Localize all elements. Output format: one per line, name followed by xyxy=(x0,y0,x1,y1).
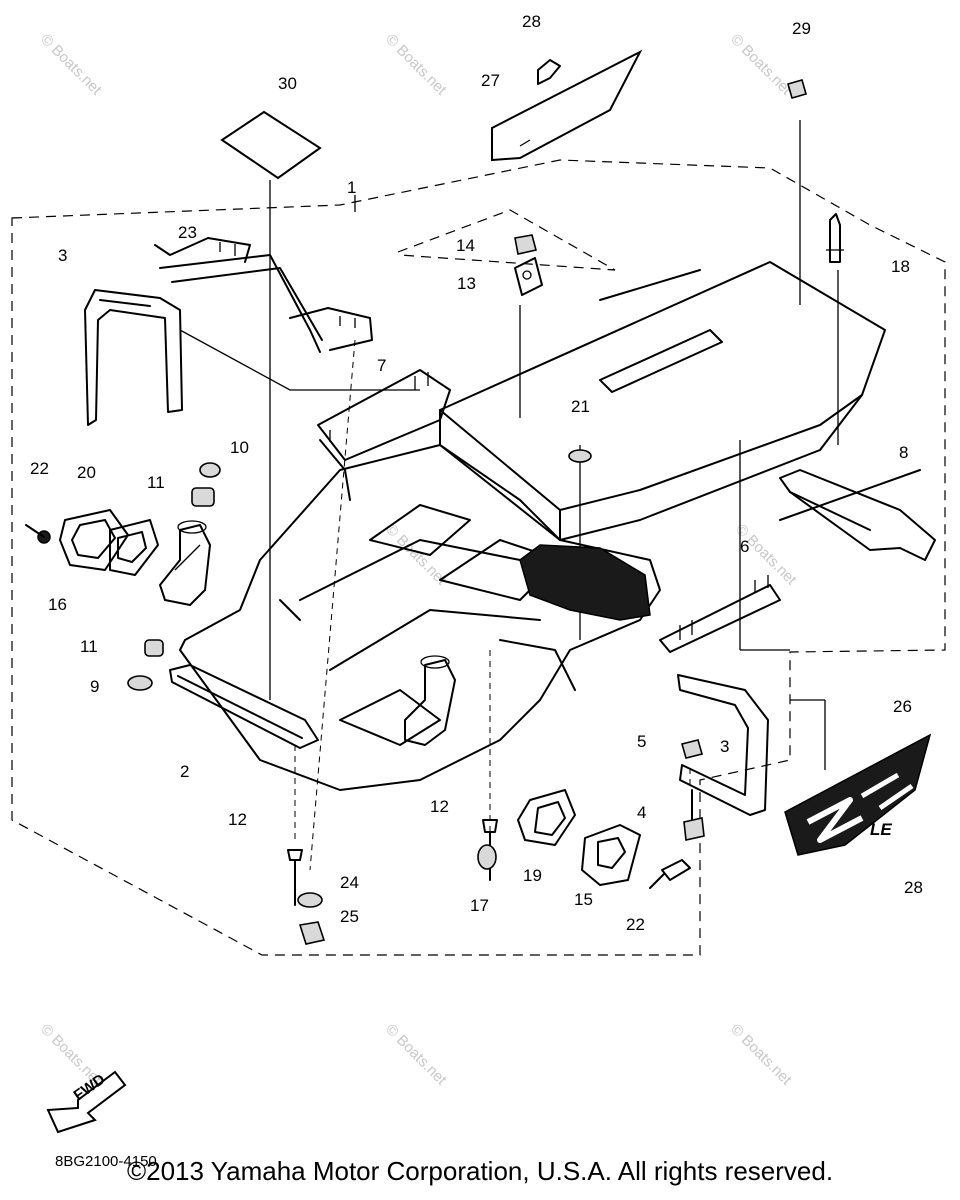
decal-plate xyxy=(220,110,322,180)
fwd-arrow: FWD xyxy=(46,1070,127,1134)
callout-1: 1 xyxy=(347,178,356,197)
callout-16: 16 xyxy=(48,595,67,614)
callout-6: 6 xyxy=(740,537,749,556)
callout-3: 3 xyxy=(58,246,67,265)
callout-29: 29 xyxy=(792,19,811,38)
bumper-left xyxy=(84,289,183,426)
nut-washer xyxy=(297,844,497,945)
callout-20: 20 xyxy=(77,463,96,482)
callout-25: 25 xyxy=(340,907,359,926)
callout-17: 17 xyxy=(470,896,489,915)
callout-30: 30 xyxy=(278,74,297,93)
rail-8 xyxy=(779,469,936,561)
chassis-frame xyxy=(179,261,921,791)
callout-26: 26 xyxy=(893,697,912,716)
spindle-left xyxy=(159,520,211,606)
callout-2: 2 xyxy=(180,762,189,781)
engine-mount-right xyxy=(517,789,691,889)
bushings xyxy=(127,462,221,691)
watermarks: © Boats.net © Boats.net © Boats.net © Bo… xyxy=(37,31,800,1089)
callout-12: 12 xyxy=(430,797,449,816)
zx-decal: LE xyxy=(784,733,932,856)
callout-8: 8 xyxy=(899,443,908,462)
front-bar xyxy=(169,664,319,749)
callout-19: 19 xyxy=(523,866,542,885)
callout-5: 5 xyxy=(637,732,646,751)
callout-7: 7 xyxy=(377,356,386,375)
callout-11: 11 xyxy=(147,473,165,492)
handle-bar xyxy=(154,237,373,353)
callout-12: 12 xyxy=(228,810,247,829)
side-decal xyxy=(491,49,643,162)
spindle-right xyxy=(404,655,456,746)
callout-18: 18 xyxy=(891,257,910,276)
callout-15: 15 xyxy=(574,890,593,909)
runner-6 xyxy=(659,575,781,653)
callout-14: 14 xyxy=(456,236,475,255)
callout-3: 3 xyxy=(720,737,729,756)
callout-24: 24 xyxy=(340,873,359,892)
le-decal-text: LE xyxy=(870,820,892,839)
watermark: © Boats.net xyxy=(37,31,105,99)
engine-mount-left xyxy=(25,509,159,576)
callout-10: 10 xyxy=(230,438,249,457)
nut-and-bracket xyxy=(514,234,543,296)
callout-28: 28 xyxy=(522,12,541,31)
callout-22: 22 xyxy=(626,915,645,934)
callout-13: 13 xyxy=(457,274,476,293)
bolt-left xyxy=(287,849,303,906)
pin xyxy=(826,213,844,263)
callout-9: 9 xyxy=(90,677,99,696)
callout-11: 11 xyxy=(80,637,98,656)
leader-lines xyxy=(174,120,839,871)
copyright-notice: ©2013 Yamaha Motor Corporation, U.S.A. A… xyxy=(126,1156,834,1186)
callout-21: 21 xyxy=(571,397,590,416)
assembly-boundary xyxy=(11,159,946,956)
cap xyxy=(568,449,592,463)
grommet xyxy=(787,79,807,99)
tunnel-shadow xyxy=(519,544,651,621)
callout-27: 27 xyxy=(481,71,500,90)
callout-28: 28 xyxy=(904,878,923,897)
callout-23: 23 xyxy=(178,223,197,242)
callouts: 1 2 3 3 4 5 6 7 8 9 10 11 11 12 12 13 14… xyxy=(30,12,923,934)
watermark: © Boats.net xyxy=(727,1021,795,1089)
part-code: 8BG2100-4150 xyxy=(55,1153,157,1170)
bumper-right xyxy=(677,674,769,816)
watermark: © Boats.net xyxy=(382,1021,450,1089)
nut-bolt-rear xyxy=(681,739,705,841)
bracket-7 xyxy=(317,369,451,501)
callout-22: 22 xyxy=(30,459,49,478)
watermark: © Boats.net xyxy=(382,31,450,99)
callout-4: 4 xyxy=(637,803,646,822)
watermark: © Boats.net xyxy=(727,31,795,99)
